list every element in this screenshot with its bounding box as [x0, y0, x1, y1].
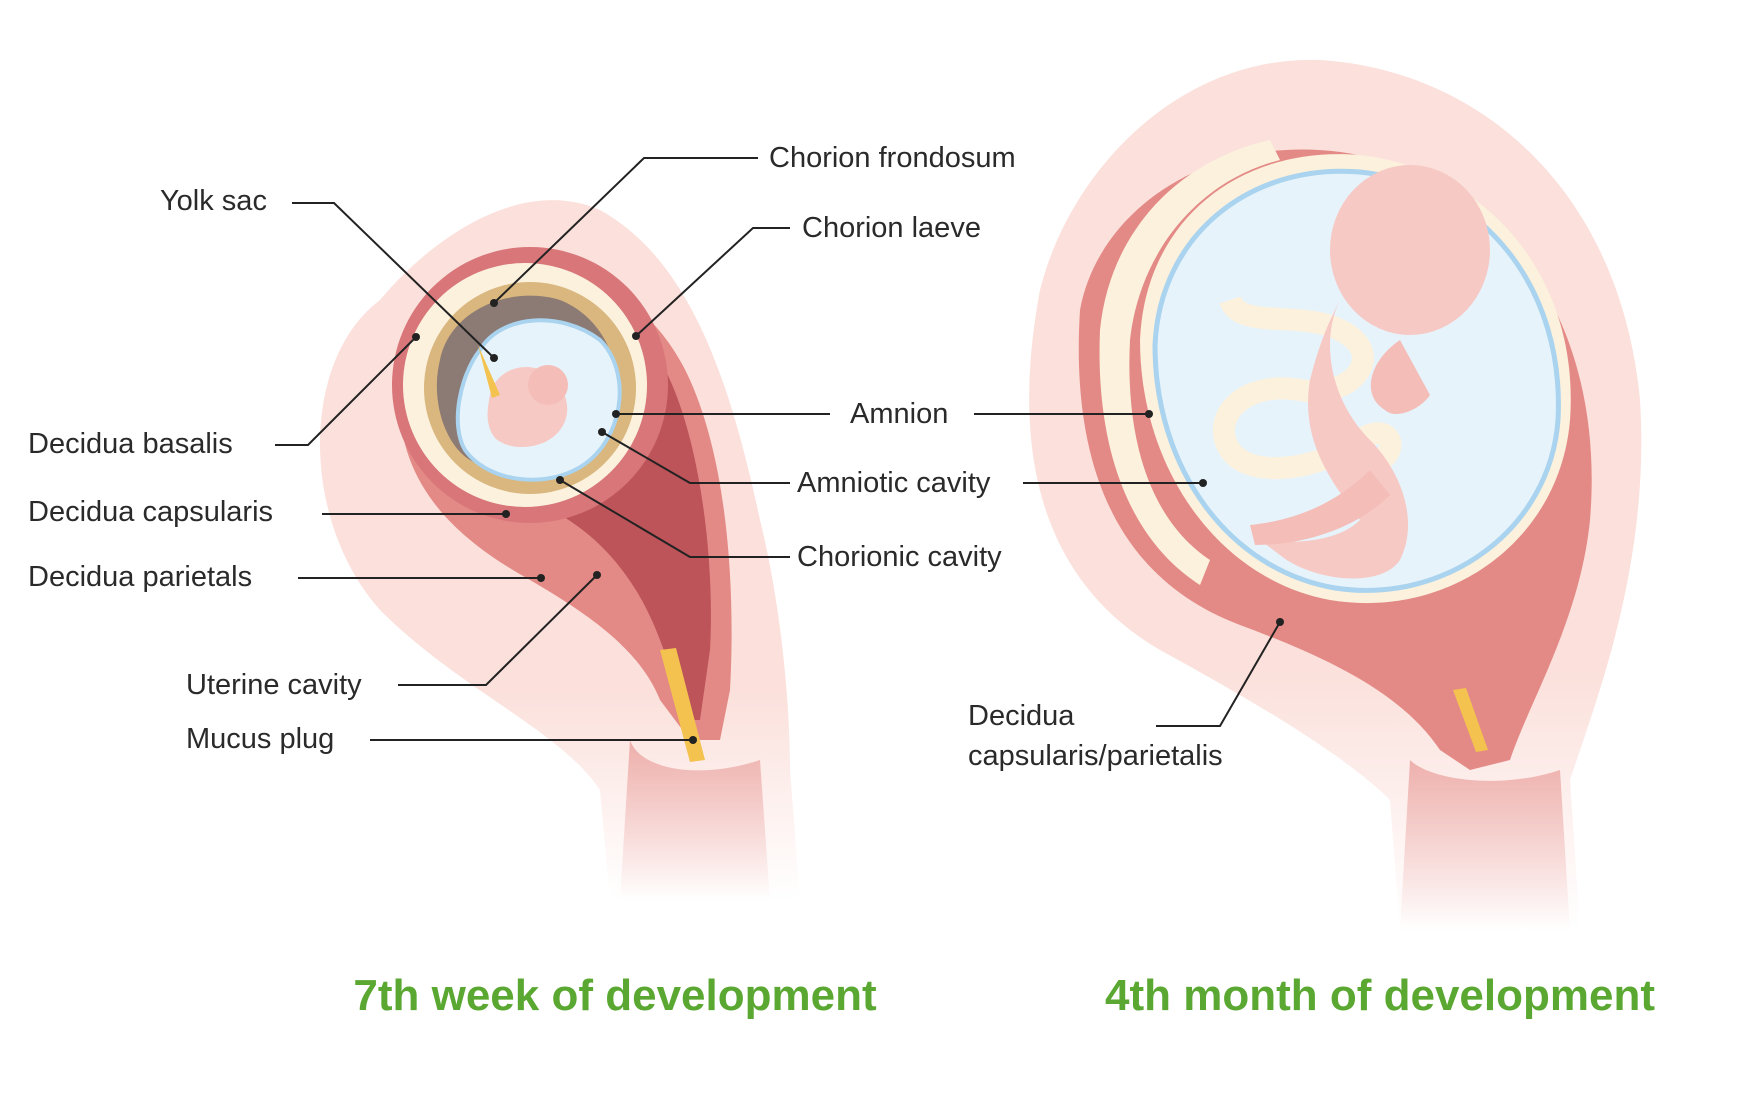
- caption-4th-month: 4th month of development: [1105, 971, 1655, 1020]
- dot-chorionic-cavity: [556, 476, 564, 484]
- dot-amnion-right: [1145, 410, 1153, 418]
- label-decidua-parietals: Decidua parietals: [28, 561, 252, 593]
- embryo-head: [528, 365, 568, 405]
- dot-amnion-left: [612, 410, 620, 418]
- dot-decidua-parietals: [537, 574, 545, 582]
- uterus-7th-week: [320, 200, 800, 900]
- dot-decidua-capsularis: [502, 510, 510, 518]
- label-chorion-laeve: Chorion laeve: [802, 212, 981, 244]
- label-uterine-cavity: Uterine cavity: [186, 669, 362, 701]
- label-chorionic-cavity: Chorionic cavity: [797, 541, 1002, 573]
- label-mucus-plug: Mucus plug: [186, 723, 334, 755]
- cervix-right: [1400, 760, 1570, 930]
- dot-mucus-plug: [689, 736, 697, 744]
- label-amnion: Amnion: [850, 398, 948, 430]
- dot-chorion-laeve: [632, 332, 640, 340]
- captions: 7th week of development 4th month of dev…: [353, 971, 1655, 1020]
- dot-uterine-cavity: [593, 571, 601, 579]
- fetus-head: [1330, 165, 1490, 335]
- label-decidua-cap-par-line1: Decidua: [968, 700, 1075, 732]
- caption-7th-week: 7th week of development: [353, 971, 877, 1020]
- dot-decidua-basalis: [412, 333, 420, 341]
- dot-yolk-sac: [490, 354, 498, 362]
- label-decidua-capsularis: Decidua capsularis: [28, 496, 273, 528]
- dot-decidua-cap-par: [1276, 618, 1284, 626]
- dot-amniotic-cavity-right: [1199, 479, 1207, 487]
- label-amniotic-cavity: Amniotic cavity: [797, 467, 991, 499]
- uterus-4th-month: [1029, 60, 1641, 930]
- label-chorion-frondosum: Chorion frondosum: [769, 142, 1016, 174]
- label-decidua-cap-par-line2: capsularis/parietalis: [968, 740, 1223, 772]
- dot-amniotic-cavity-left: [598, 428, 606, 436]
- label-decidua-basalis: Decidua basalis: [28, 428, 233, 460]
- label-yolk-sac: Yolk sac: [160, 185, 267, 217]
- dot-chorion-frondosum: [490, 299, 498, 307]
